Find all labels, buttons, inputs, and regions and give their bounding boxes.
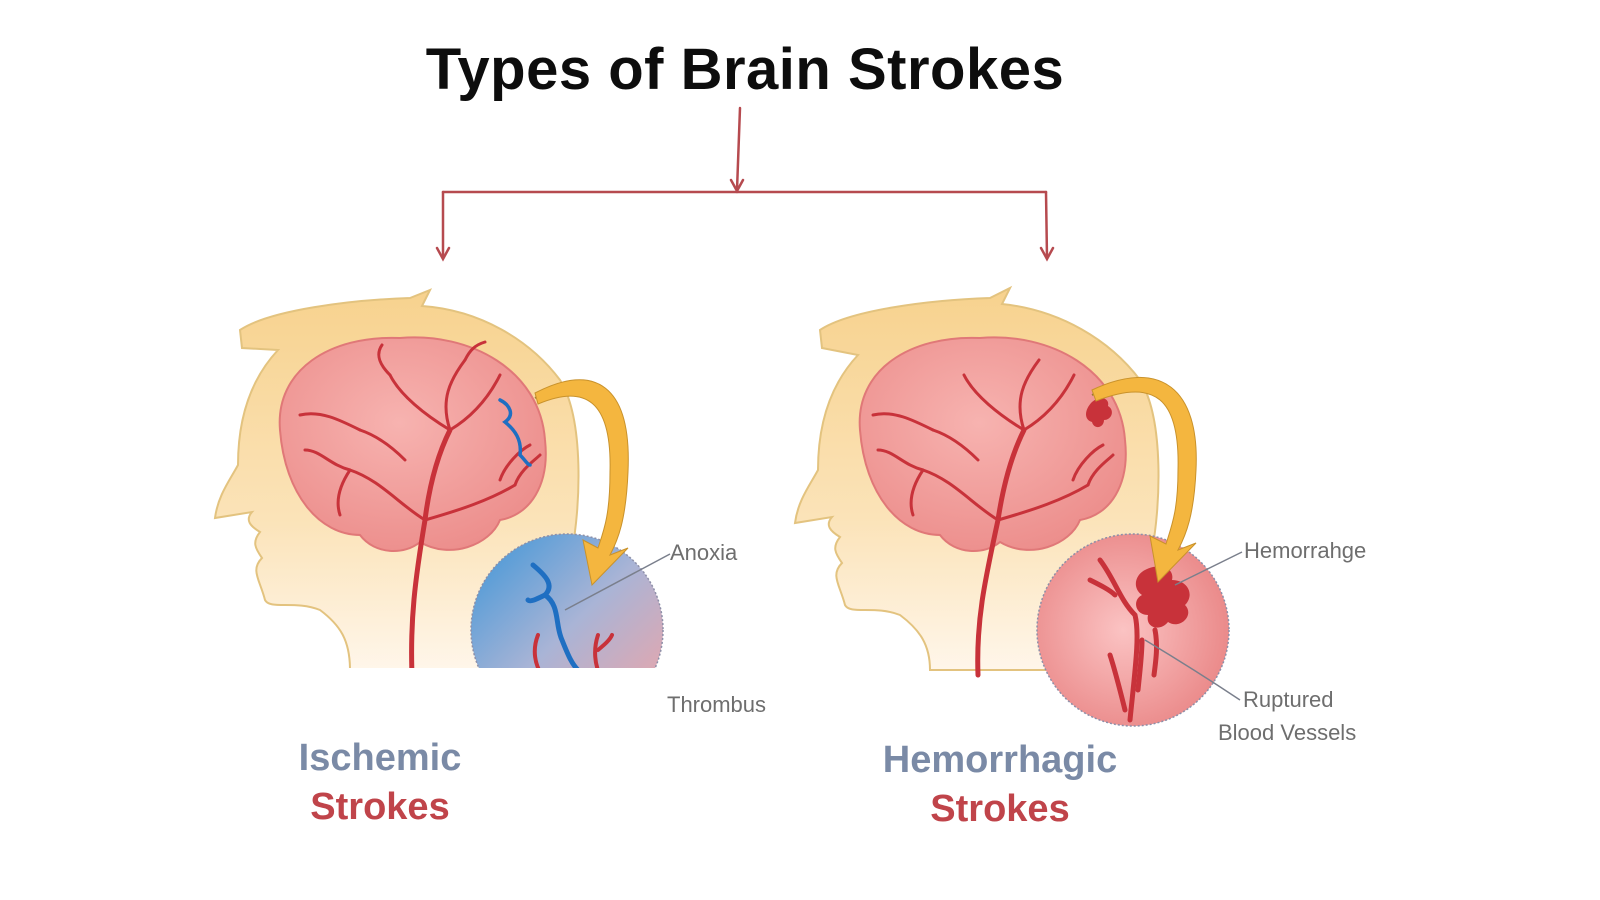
ischemic-label-secondary: Strokes — [310, 786, 450, 828]
blocked-vessel — [498, 398, 532, 467]
hemorrhagic-type-label: Hemorrhagic Strokes — [870, 739, 1130, 831]
callout-anoxia: Anoxia — [670, 540, 738, 565]
diagram-title: Types of Brain Strokes — [425, 37, 1065, 102]
bleed-spot — [1086, 398, 1112, 428]
tree-connector — [435, 106, 1055, 262]
brain — [858, 336, 1127, 553]
callout-blood-vessels: Blood Vessels — [1218, 720, 1357, 745]
hemorrhage-blob — [1135, 566, 1190, 628]
callout-hemorrhage: Hemorrahge — [1244, 538, 1367, 563]
hemorrhagic-head-illustration — [793, 285, 1243, 727]
hemorrhagic-label-secondary: Strokes — [930, 788, 1070, 830]
ischemic-type-label: Ischemic Strokes — [275, 737, 485, 829]
brain — [278, 336, 547, 553]
hemorrhagic-label-primary: Hemorrhagic — [882, 739, 1118, 781]
ischemic-head-illustration — [213, 288, 671, 668]
zoomed-vessel-circle — [470, 533, 664, 668]
callout-ruptured: Ruptured — [1243, 687, 1334, 712]
ischemic-label-primary: Ischemic — [298, 737, 462, 779]
callout-thrombus: Thrombus — [667, 692, 767, 717]
